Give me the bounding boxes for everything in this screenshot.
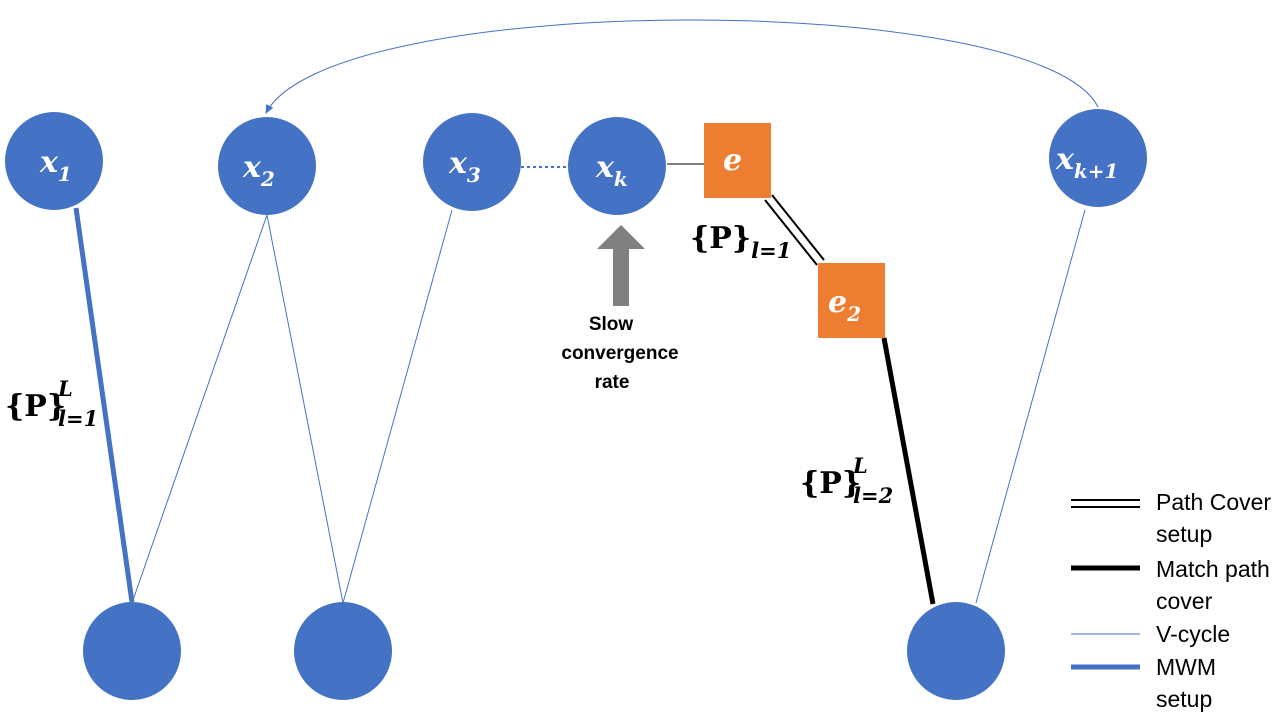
- label-p-left: {P} L l=1: [5, 376, 98, 431]
- v-cycle-edge-xk1-b3: [975, 209, 1086, 604]
- svg-text:l=2: l=2: [853, 483, 893, 508]
- v-cycle-edge-x3-b2: [342, 209, 453, 604]
- svg-text:{P}: {P}: [5, 389, 66, 424]
- svg-text:xk: xk: [595, 150, 628, 191]
- node-x1: x1: [5, 112, 103, 210]
- node-xk1: xk+1: [1049, 109, 1147, 207]
- svg-text:{P}: {P}: [800, 466, 861, 501]
- svg-text:V-cycle: V-cycle: [1156, 621, 1230, 647]
- v-cycle-edges: [131, 209, 1086, 604]
- svg-text:x2: x2: [242, 150, 275, 191]
- svg-text:setup: setup: [1156, 686, 1212, 712]
- svg-text:Path Cover: Path Cover: [1156, 489, 1271, 515]
- legend-item-v-cycle: V-cycle: [1071, 621, 1230, 647]
- legend: Path Cover setup Match path cover V-cycl…: [1071, 489, 1271, 712]
- svg-text:xk+1: xk+1: [1055, 142, 1118, 183]
- path-cover-edge: [764, 194, 825, 266]
- label-p-l1: {P}l=1: [690, 221, 791, 263]
- v-cycle-return-arrow: [265, 19, 1099, 114]
- node-xk: xk: [568, 117, 666, 215]
- edge-node-e2: e2: [818, 263, 885, 338]
- svg-text:x1: x1: [39, 145, 72, 186]
- svg-text:x3: x3: [448, 146, 481, 187]
- node-x2: x2: [218, 117, 316, 215]
- v-cycle-edge-x2-b1: [131, 214, 268, 604]
- svg-text:l=1: l=1: [58, 406, 98, 431]
- legend-item-path-cover: Path Cover setup: [1071, 489, 1271, 547]
- bottom-node-1: [83, 602, 181, 700]
- v-cycle-edge-x2-b2: [266, 214, 344, 604]
- mwm-edge: [73, 207, 135, 603]
- up-arrow-icon: [597, 225, 645, 306]
- node-x3: x3: [423, 113, 521, 211]
- svg-text:cover: cover: [1156, 588, 1213, 614]
- legend-item-match-path-cover: Match path cover: [1071, 556, 1270, 614]
- svg-text:{P}l=1: {P}l=1: [690, 221, 791, 263]
- annotation-line3: rate: [595, 372, 630, 393]
- svg-text:e2: e2: [828, 285, 861, 326]
- match-path-edge: [881, 337, 936, 605]
- annotation-line2: convergence: [561, 343, 678, 364]
- bottom-node-2: [294, 602, 392, 700]
- edge-node-e: e: [704, 123, 771, 198]
- svg-text:setup: setup: [1156, 521, 1212, 547]
- annotation-line1: Slow: [589, 314, 634, 335]
- svg-text:L: L: [57, 376, 73, 401]
- svg-text:MWM: MWM: [1156, 654, 1216, 680]
- svg-text:e: e: [723, 143, 742, 178]
- legend-item-mwm: MWM setup: [1071, 654, 1216, 712]
- label-p-right: {P} L l=2: [800, 453, 893, 508]
- svg-text:L: L: [852, 453, 868, 478]
- bottom-node-3: [907, 602, 1005, 700]
- svg-text:Match path: Match path: [1156, 556, 1270, 582]
